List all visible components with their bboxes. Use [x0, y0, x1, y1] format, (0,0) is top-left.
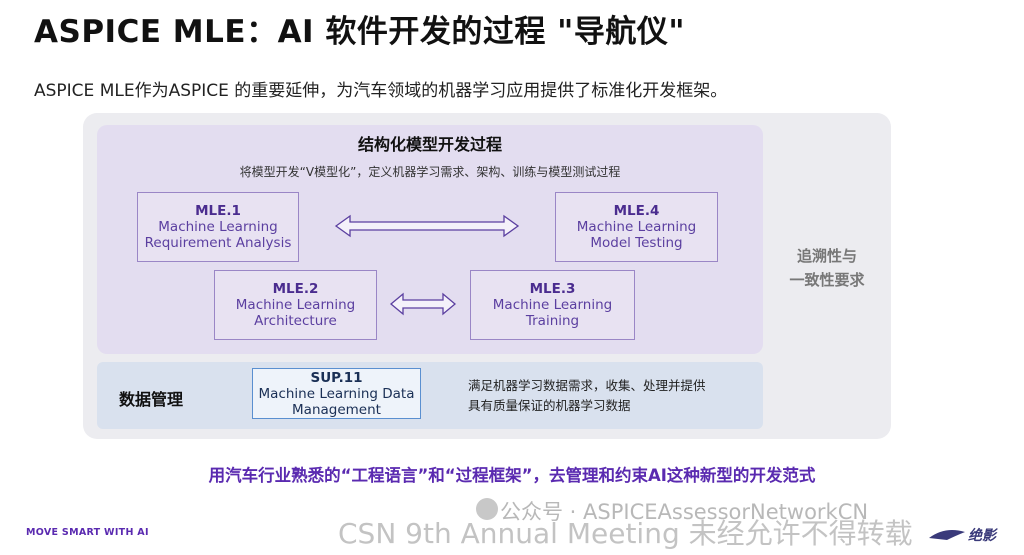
- sensetime-logo-icon: [929, 530, 965, 540]
- traceability-line1: 追溯性与: [796, 247, 857, 265]
- mle2-line1: Machine Learning: [235, 297, 356, 313]
- mle2-box: MLE.2 Machine Learning Architecture: [214, 270, 377, 340]
- mle3-code: MLE.3: [529, 281, 576, 297]
- sup11-box: SUP.11 Machine Learning Data Management: [252, 368, 421, 419]
- sup11-line1: Machine Learning Data: [258, 385, 415, 402]
- watermark-line1: 公众号 · ASPICEAssessorNetworkCN: [500, 500, 869, 524]
- model-section-title: 结构化模型开发过程: [357, 135, 502, 154]
- mle4-box: MLE.4 Machine Learning Model Testing: [555, 192, 718, 262]
- traceability-line2: 一致性要求: [789, 271, 865, 289]
- mle4-line2: Model Testing: [590, 235, 683, 251]
- data-desc-line2: 具有质量保证的机器学习数据: [468, 398, 631, 413]
- traceability-label: 追溯性与 一致性要求: [772, 244, 882, 292]
- mle3-line1: Machine Learning: [492, 297, 613, 313]
- mle3-line2: Training: [525, 313, 580, 329]
- mle4-line1: Machine Learning: [576, 219, 697, 235]
- mle1-line1: Machine Learning: [158, 219, 278, 235]
- watermark-line2: CSN 9th Annual Meeting 未经允许不得转载: [338, 517, 913, 550]
- mle1-box: MLE.1 Machine Learning Requirement Analy…: [137, 192, 299, 262]
- data-desc-line1: 满足机器学习数据需求，收集、处理并提供: [468, 378, 706, 393]
- data-management-label: 数据管理: [119, 390, 184, 409]
- double-arrow-icon: [334, 214, 520, 238]
- mle2-code: MLE.2: [272, 281, 319, 297]
- data-management-area: [97, 362, 763, 429]
- mle1-code: MLE.1: [195, 203, 241, 219]
- mle1-line2: Requirement Analysis: [144, 235, 292, 251]
- page-title: ASPICE MLE：AI 软件开发的过程 "导航仪": [34, 14, 685, 50]
- data-management-description: 满足机器学习数据需求，收集、处理并提供 具有质量保证的机器学习数据: [468, 376, 706, 416]
- double-arrow-icon: [389, 292, 457, 316]
- tagline: 用汽车行业熟悉的“工程语言”和“过程框架”，去管理和约束AI这种新型的开发范式: [208, 466, 816, 485]
- sup11-code: SUP.11: [310, 369, 363, 386]
- mle3-box: MLE.3 Machine Learning Training: [470, 270, 635, 340]
- model-section-subtitle: 将模型开发“V模型化”，定义机器学习需求、架构、训练与模型测试过程: [239, 165, 621, 179]
- brand-logo-text: 绝影: [968, 528, 996, 544]
- footer-slogan: MOVE SMART WITH AI: [26, 527, 149, 538]
- page-subtitle: ASPICE MLE作为ASPICE 的重要延伸，为汽车领域的机器学习应用提供了…: [34, 81, 728, 101]
- sup11-line2: Management: [292, 401, 381, 418]
- mle4-code: MLE.4: [613, 203, 660, 219]
- mle2-line2: Architecture: [254, 313, 337, 329]
- wechat-icon: [476, 498, 498, 520]
